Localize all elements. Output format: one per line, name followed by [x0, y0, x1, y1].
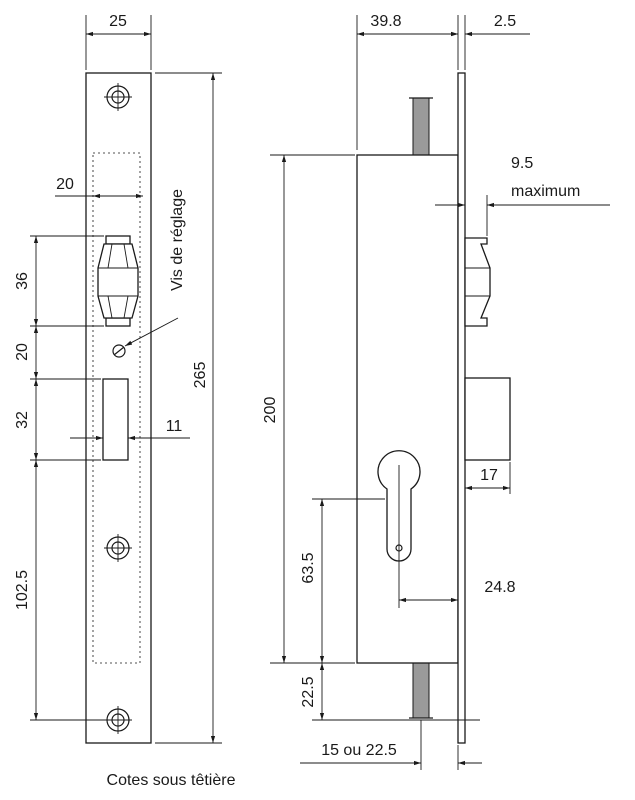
dim-rod-offset: 15 ou 22.5	[321, 742, 397, 759]
front-view: 25 265 20 36 20 32 102.5 11 Vis de ré	[14, 13, 236, 789]
dim-cylinder-height: 63.5	[300, 552, 317, 583]
dim-backset: 24.8	[484, 579, 515, 596]
hidden-body-outline	[92, 152, 141, 664]
dim-latch-projection: 9.5	[511, 155, 533, 172]
lock-body	[356, 154, 459, 664]
adjust-screw	[112, 344, 126, 358]
dim-body-depth: 39.8	[370, 13, 401, 30]
dim-bolt-height: 32	[14, 411, 31, 429]
caption: Cotes sous têtière	[107, 772, 236, 789]
dim-adjust-width: 20	[56, 176, 74, 193]
dim-lower: 102.5	[14, 570, 31, 610]
dim-width: 25	[109, 13, 127, 30]
adjust-screw-label: Vis de réglage	[169, 189, 186, 291]
dim-gap: 20	[14, 343, 31, 361]
bolt-front	[102, 378, 129, 461]
faceplate-side	[457, 72, 466, 744]
screw-hole-middle	[104, 534, 132, 562]
rod-top	[412, 97, 430, 156]
bolt-side	[464, 377, 511, 461]
screw-hole-top	[104, 83, 132, 111]
dim-plate-thickness: 2.5	[494, 13, 516, 30]
dim-bolt-width: 11	[166, 418, 183, 435]
latch-side	[464, 237, 491, 327]
dim-total-height: 265	[192, 362, 209, 389]
dim-bottom-offset: 22.5	[300, 676, 317, 707]
screw-hole-bottom	[104, 706, 132, 734]
rod-bottom	[412, 662, 430, 719]
dim-latch-height: 36	[14, 272, 31, 290]
dim-body-height: 200	[262, 397, 279, 424]
dim-bolt-projection: 17	[480, 467, 498, 484]
dim-latch-projection-note: maximum	[511, 183, 580, 200]
latch-front	[97, 235, 139, 327]
side-view: 39.8 2.5 200 9.5 maximum 17 63.5 24.8 22…	[262, 13, 610, 770]
adjust-screw-leader	[124, 317, 179, 347]
